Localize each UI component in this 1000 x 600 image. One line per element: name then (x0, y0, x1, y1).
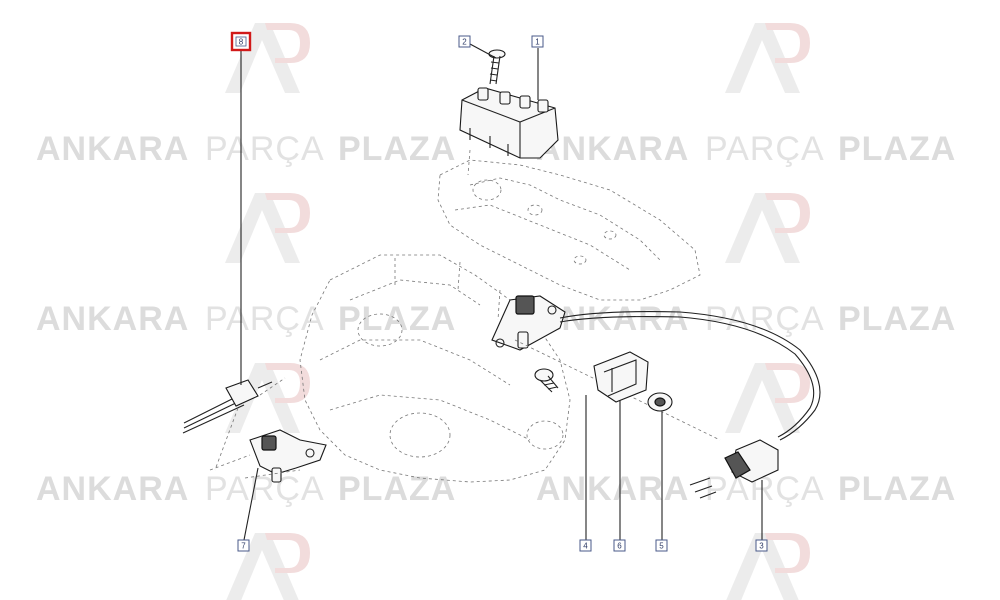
watermark-layer: ANKARA PARÇA PLAZA ANKARA PARÇA PLAZA AN… (36, 23, 956, 600)
watermark-logo-icon (225, 363, 310, 433)
callout-7[interactable]: 7 (237, 539, 250, 552)
watermark-logo-icon (725, 23, 810, 93)
callout-label: 8 (239, 38, 244, 47)
watermark-word: ANKARA (36, 470, 189, 508)
callout-label: 1 (535, 38, 540, 47)
gearbox-outline (299, 254, 571, 483)
watermark-text-row: ANKARA PARÇA PLAZA ANKARA PARÇA PLAZA (36, 130, 956, 168)
watermark-logo-icon (226, 533, 310, 600)
cam-sensor-part[interactable] (491, 295, 821, 499)
watermark-word: PARÇA (205, 130, 325, 168)
callout-8[interactable]: 8 (230, 31, 252, 52)
watermark-word: ANKARA (536, 130, 689, 168)
watermark-word: ANKARA (36, 300, 189, 338)
callout-2[interactable]: 2 (458, 35, 471, 48)
callout-4[interactable]: 4 (579, 539, 592, 552)
watermark-word: PLAZA (338, 470, 456, 508)
leader-lines (240, 43, 763, 541)
watermark-logo-icon (725, 363, 810, 433)
ignition-coil-part[interactable] (459, 87, 559, 176)
watermark-word: ANKARA (36, 130, 189, 168)
grommet-part[interactable] (647, 392, 673, 412)
bracket-clip-part[interactable] (593, 351, 649, 403)
crank-sensor-part[interactable] (209, 429, 327, 483)
watermark-word: PARÇA (705, 300, 825, 338)
callout-3[interactable]: 3 (755, 539, 768, 552)
callout-6[interactable]: 6 (613, 539, 626, 552)
watermark-logo-icon (726, 533, 810, 600)
watermark-word: ANKARA (536, 470, 689, 508)
watermark-logo-icon (225, 193, 310, 263)
bolt-part[interactable] (488, 49, 506, 85)
watermark-word: PARÇA (205, 470, 325, 508)
watermark-word: PARÇA (205, 300, 325, 338)
watermark-word: PLAZA (338, 130, 456, 168)
watermark-logo-icon (225, 23, 310, 93)
callout-label: 4 (583, 542, 588, 551)
watermark-text-row: ANKARA PARÇA PLAZA ANKARA PARÇA PLAZA (36, 300, 956, 338)
screw-part[interactable] (534, 368, 559, 393)
callout-label: 5 (659, 542, 664, 551)
callout-label: 3 (759, 542, 764, 551)
callout-1[interactable]: 1 (531, 35, 544, 48)
watermark-word: PLAZA (838, 130, 956, 168)
callout-label: 7 (241, 542, 246, 551)
watermark-logo-icon (725, 193, 810, 263)
callout-label: 2 (462, 38, 467, 47)
engine-head-outline (437, 159, 701, 301)
watermark-word: PLAZA (838, 300, 956, 338)
watermark-word: PLAZA (338, 300, 456, 338)
watermark-word: PARÇA (705, 130, 825, 168)
watermark-text-row: ANKARA PARÇA PLAZA ANKARA PARÇA PLAZA (36, 470, 956, 508)
watermark-word: PLAZA (838, 470, 956, 508)
callout-label: 6 (617, 542, 622, 551)
callout-5[interactable]: 5 (655, 539, 668, 552)
